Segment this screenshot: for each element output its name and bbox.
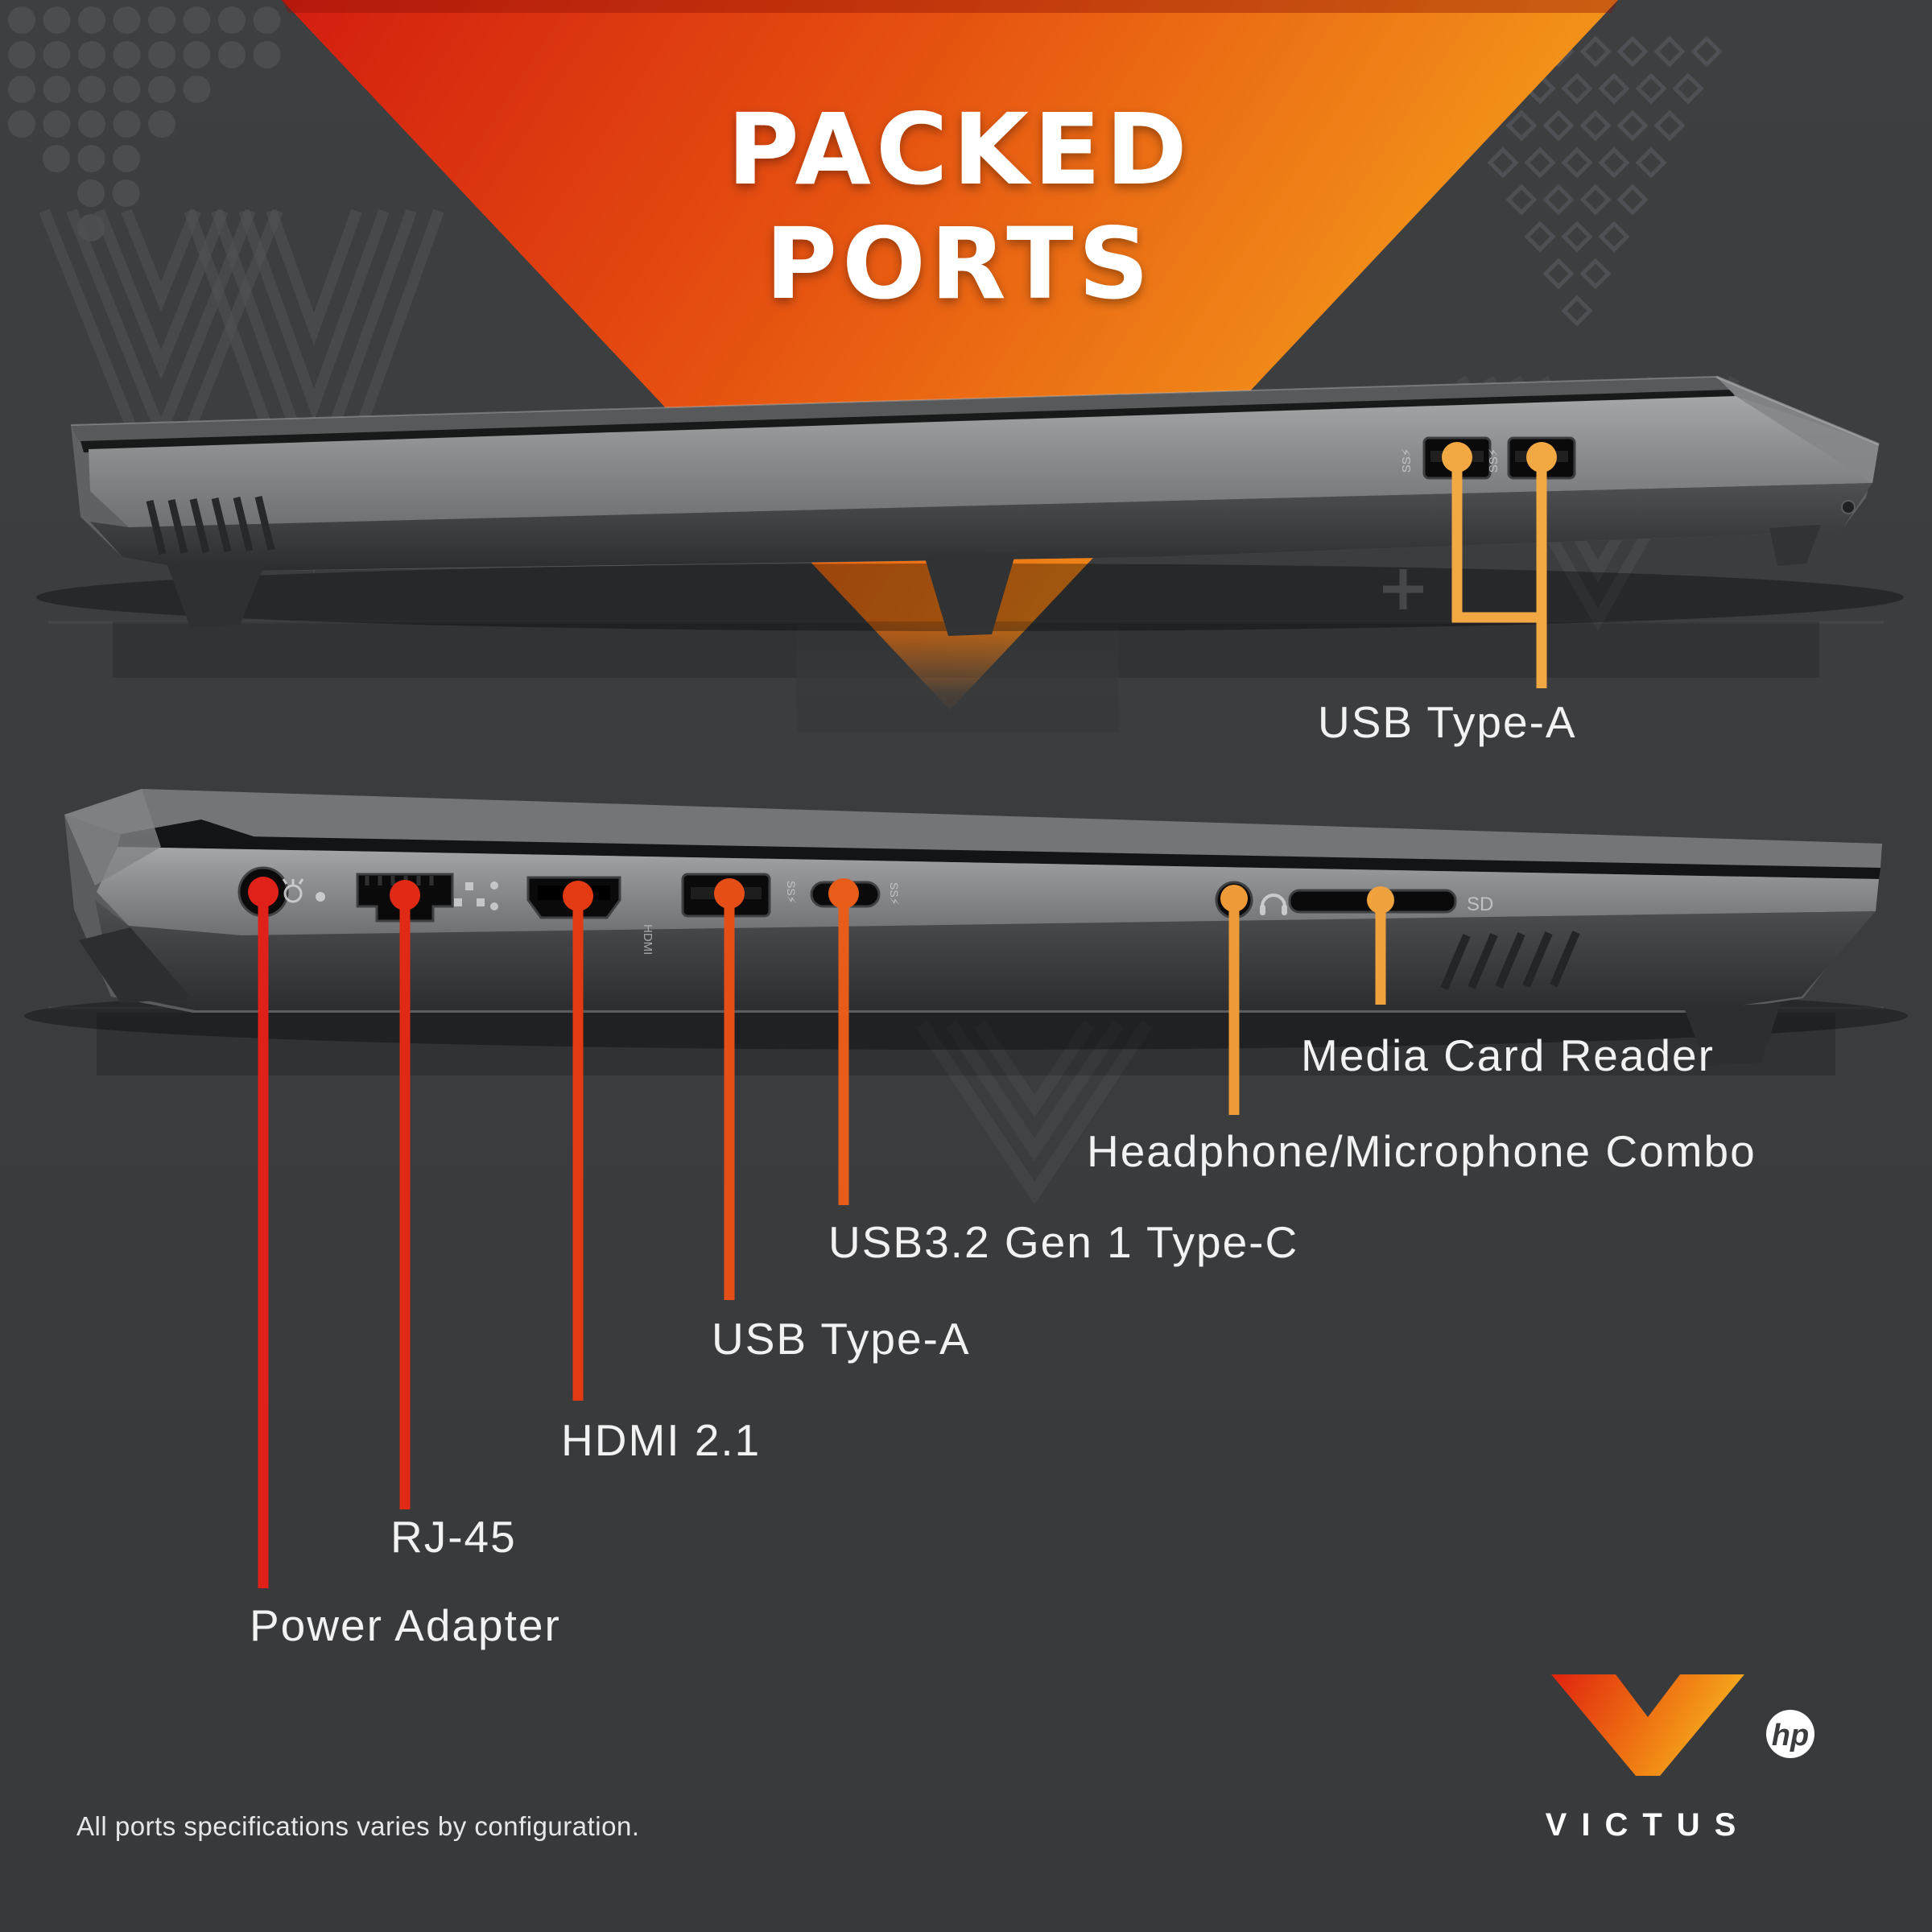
callout-dot xyxy=(1220,885,1248,912)
laptop-foot xyxy=(1684,1003,1781,1066)
callout-dot xyxy=(1442,442,1472,473)
laptop-left-side-view: HDMI SS⚡ SS⚡ SD xyxy=(24,789,1908,1075)
port-label-hdmi: HDMI 2.1 xyxy=(561,1415,761,1465)
sd-marking: SD xyxy=(1467,894,1493,915)
laptop-foot xyxy=(167,562,266,627)
callout-dot xyxy=(714,878,745,909)
callout-dot xyxy=(1526,442,1557,473)
bottom-callouts xyxy=(258,894,1386,1588)
callout-dot xyxy=(390,880,420,910)
victus-logo xyxy=(1551,1674,1744,1776)
hero-triangle xyxy=(282,0,1618,710)
bottom-callout-dots xyxy=(248,877,1394,914)
port-label-headphone-mic: Headphone/Microphone Combo xyxy=(1087,1126,1757,1176)
callout-dot xyxy=(1367,886,1394,914)
port-label-usb-type-c: USB3.2 Gen 1 Type-C xyxy=(828,1217,1298,1267)
callout-usb-type-a-top: USB Type-A xyxy=(1318,442,1577,747)
port-label-rj45: RJ-45 xyxy=(390,1512,517,1562)
hdmi-marking: HDMI xyxy=(641,924,654,955)
footer-disclaimer: All ports specifications varies by confi… xyxy=(76,1811,640,1841)
port-label-usb-type-a: USB Type-A xyxy=(712,1314,971,1364)
superspeed-usb-icon: SS⚡ xyxy=(1400,448,1414,473)
callout-dot xyxy=(563,881,593,911)
title-line1: PACKED xyxy=(727,93,1191,207)
power-led-icon xyxy=(316,892,325,902)
callout-dot xyxy=(248,877,279,907)
laptop-foot xyxy=(79,927,192,1003)
port-label-power-adapter: Power Adapter xyxy=(250,1600,561,1650)
port-label-usb-type-a-top: USB Type-A xyxy=(1318,697,1577,747)
laptop-foot xyxy=(1769,525,1821,566)
vent-grille-icon xyxy=(146,495,275,555)
victus-wordmark: VICTUS xyxy=(1546,1807,1751,1843)
hp-logo: hp xyxy=(1766,1710,1814,1758)
laptop-foot xyxy=(924,552,1016,636)
vent-grille-icon xyxy=(1440,931,1580,990)
power-icon xyxy=(282,878,304,903)
network-icon xyxy=(454,881,498,910)
callout-line xyxy=(1451,457,1542,623)
laptop-right-side-view: SS⚡ SS⚡ xyxy=(36,375,1904,733)
callout-dot xyxy=(828,878,859,909)
superspeed-usb-icon: SS⚡ xyxy=(1487,448,1501,473)
superspeed-usb-icon: SS⚡ xyxy=(888,882,901,906)
headphone-icon xyxy=(1260,894,1287,915)
port-label-media-card-reader: Media Card Reader xyxy=(1301,1030,1715,1080)
hp-logo-text: hp xyxy=(1772,1719,1809,1752)
superspeed-usb-icon: SS⚡ xyxy=(785,881,798,904)
title-line2: PORTS xyxy=(766,207,1154,321)
